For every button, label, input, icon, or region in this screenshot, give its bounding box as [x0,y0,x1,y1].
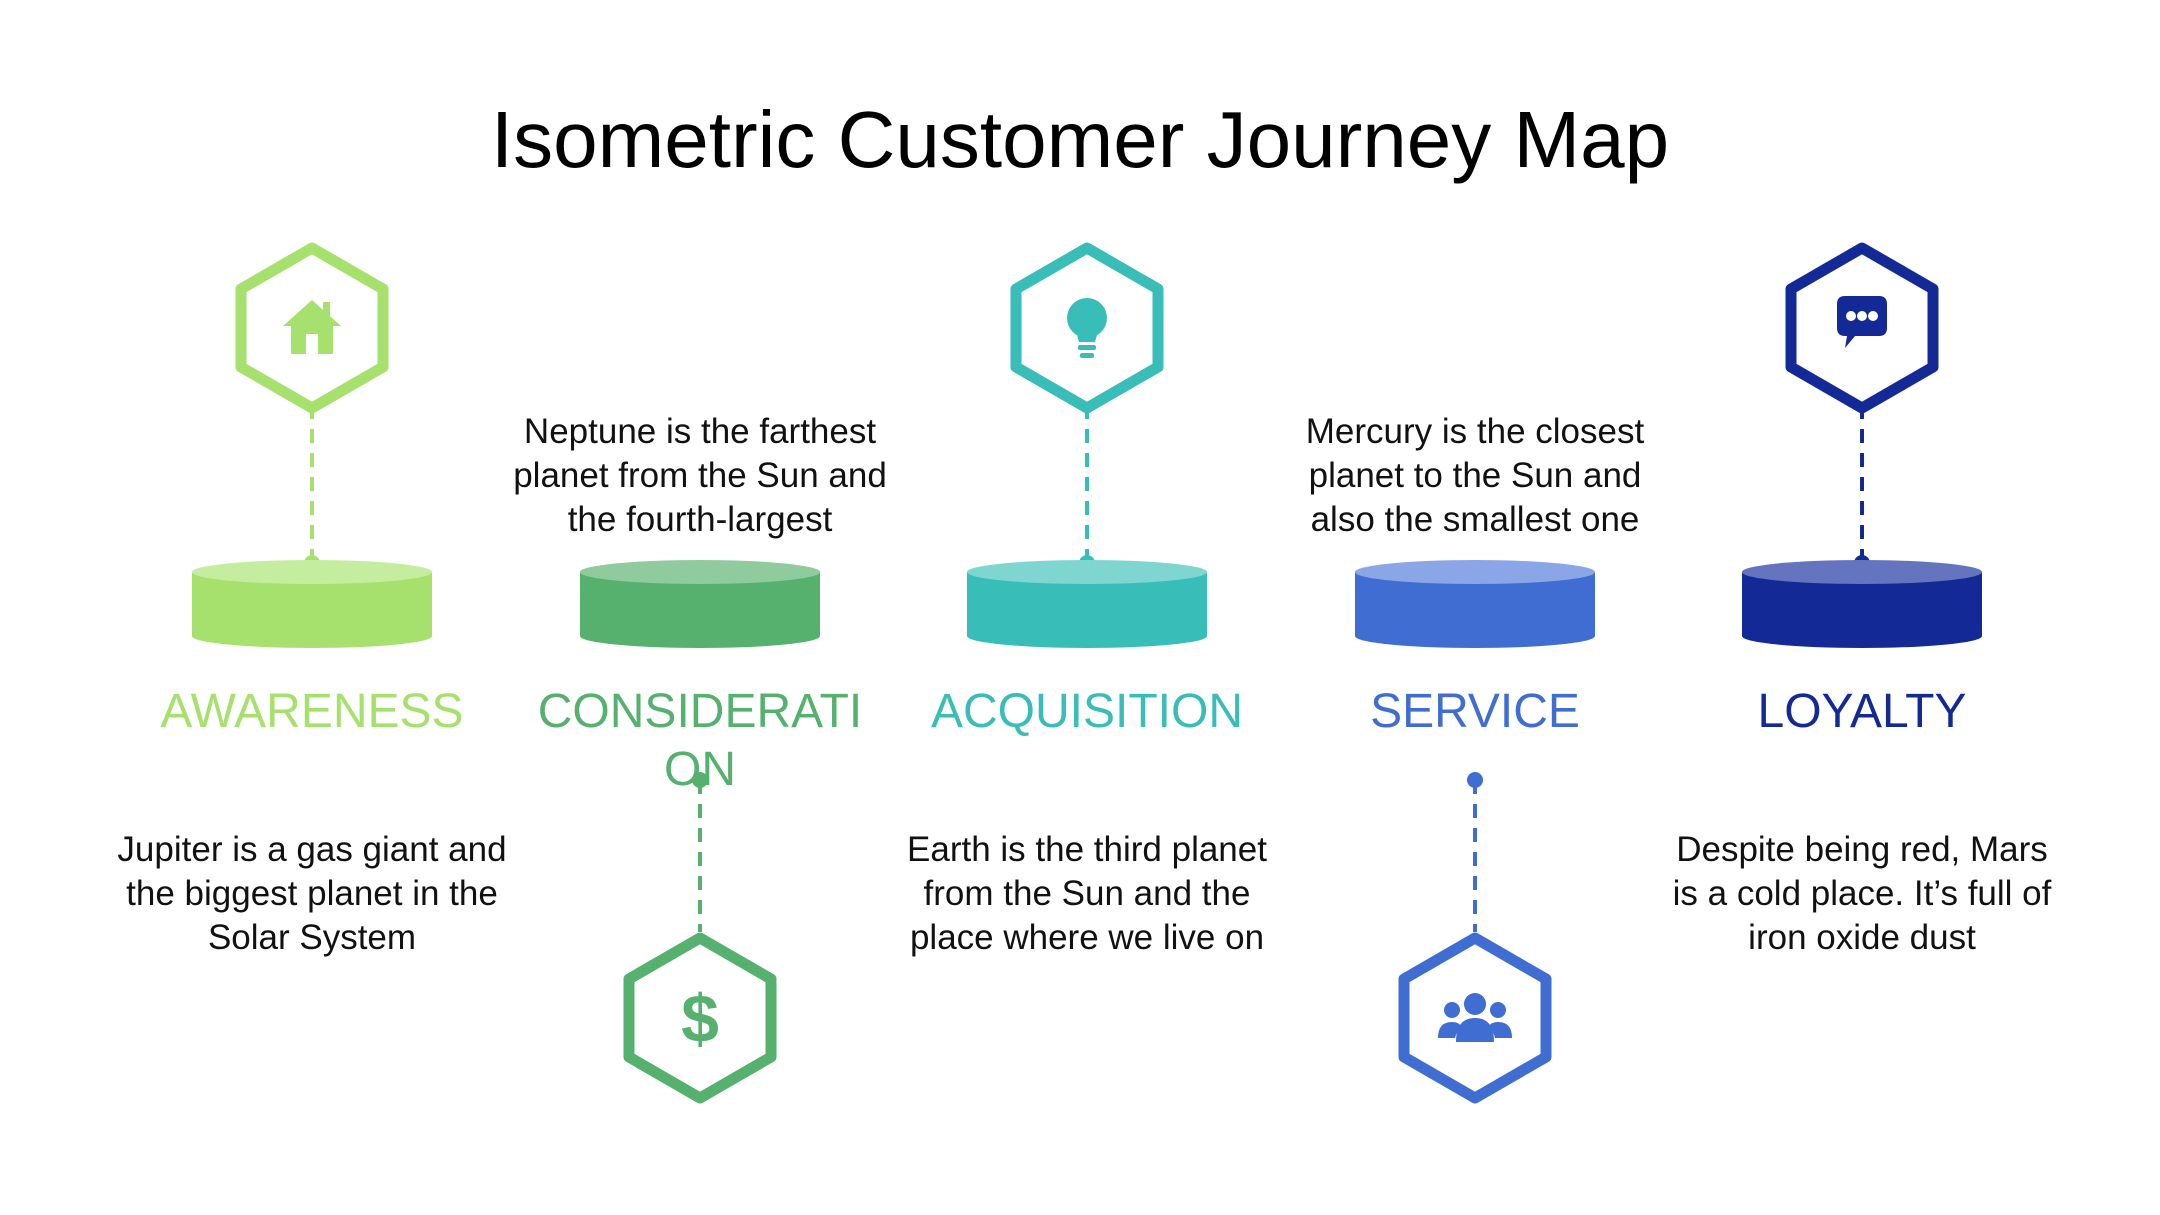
stage-description: Jupiter is a gas giant and the biggest p… [117,830,507,957]
stage-label: ACQUISITION [930,685,1244,738]
svg-text:$: $ [681,981,719,1057]
page-title: Isometric Customer Journey Map [490,95,1670,184]
hexagon-badge[interactable]: $ [623,932,777,1104]
home-icon [283,300,341,354]
dollar-icon: $ [681,981,719,1057]
hexagon-badge[interactable] [1398,932,1552,1104]
stage-cylinder [967,560,1207,648]
stage-description: Earth is the third planet from the Sun a… [907,830,1267,957]
stage-label: AWARENESS [160,685,464,738]
stage-description: Mercury is the closest planet to the Sun… [1305,412,1645,539]
stage-awareness: AWARENESS Jupiter is a gas giant and the… [117,0,507,1215]
stage-cylinder [1355,560,1595,648]
stage-description: Despite being red, Mars is a cold place.… [1672,830,2052,957]
connector-line [1854,405,1870,571]
stage-acquisition: ACQUISITION Earth is the third planet fr… [897,0,1277,1215]
hexagon-badge[interactable] [1010,242,1164,414]
connector-line [692,772,708,932]
connector-line [304,405,320,571]
stage-description: Neptune is the farthest planet from the … [513,412,887,539]
stage-loyalty: LOYALTY Despite being red, Mars is a col… [1672,0,2052,1215]
chat-icon [1837,296,1887,348]
users-icon [1438,993,1512,1042]
stage-consideration: Neptune is the farthest planet from the … [510,0,890,1215]
lightbulb-icon [1067,298,1107,358]
stage-cylinder [1742,560,1982,648]
stage-cylinder [580,560,820,648]
connector-line [1079,405,1095,571]
stage-cylinder [192,560,432,648]
stage-service: Mercury is the closest planet to the Sun… [1285,0,1665,1215]
hexagon-badge[interactable] [235,242,389,414]
stage-label: CONSIDERATION [537,685,863,796]
connector-line [1467,772,1483,932]
stage-label: LOYALTY [1757,685,1967,738]
stage-label: SERVICE [1370,685,1580,738]
hexagon-badge[interactable] [1785,242,1939,414]
